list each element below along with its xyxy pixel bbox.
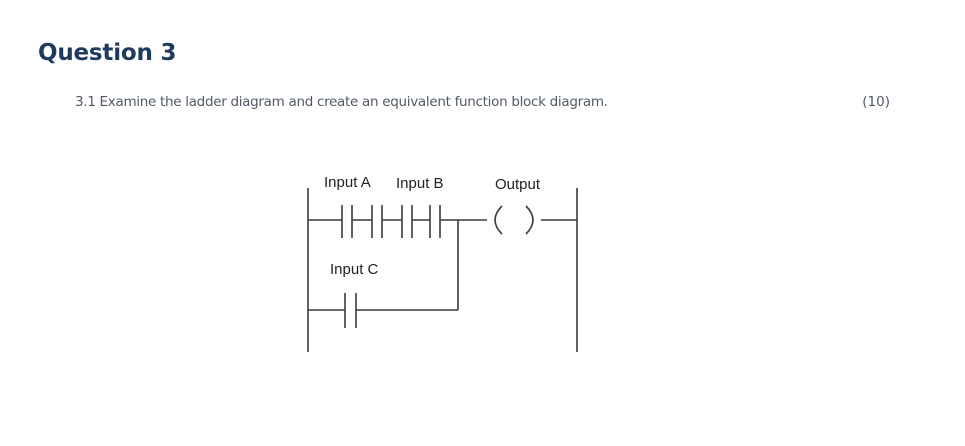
ladder-diagram: Input A Input B Output Input C (307, 174, 578, 352)
question-row: 3.1 Examine the ladder diagram and creat… (75, 94, 890, 114)
question-heading: Question 3 (38, 40, 177, 66)
contact-input-a (341, 205, 353, 238)
contact-series-2 (429, 205, 441, 238)
contact-series (371, 205, 383, 238)
question-text: 3.1 Examine the ladder diagram and creat… (75, 94, 608, 110)
output-coil (494, 205, 534, 235)
label-input-c: Input C (330, 261, 379, 278)
label-input-b: Input B (396, 175, 444, 192)
question-marks: (10) (862, 94, 890, 110)
contact-input-c (344, 293, 357, 328)
label-output: Output (495, 176, 541, 193)
contact-input-b (401, 205, 413, 238)
label-input-a: Input A (324, 174, 371, 191)
